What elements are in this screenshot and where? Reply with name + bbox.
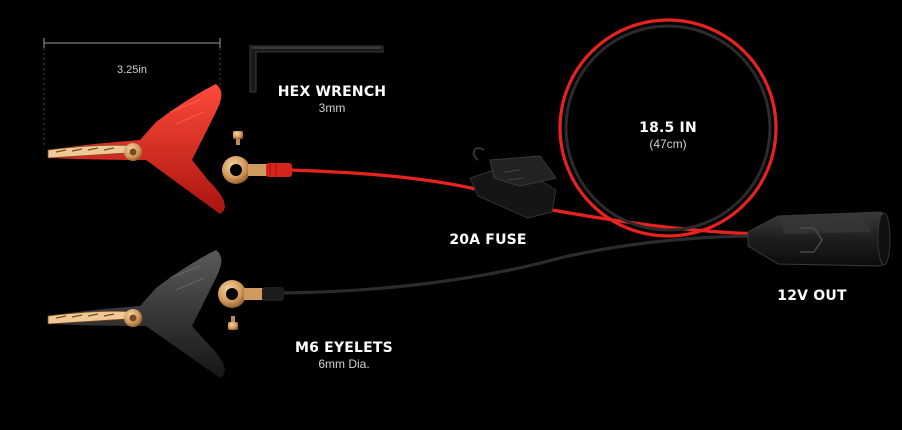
output-title: 12V OUT [777, 288, 847, 304]
cable-loop [558, 18, 778, 238]
cable-length-metric: (47cm) [649, 137, 687, 152]
fuse-title: 20A FUSE [449, 232, 527, 248]
red-alligator-clip [47, 84, 225, 214]
clip-width-dimension [43, 38, 221, 145]
output-label: 12V OUT [760, 288, 864, 304]
negative-cable [281, 234, 761, 295]
cable-length-label: 18.5 IN (47cm) [612, 120, 724, 152]
fuse-label: 20A FUSE [428, 232, 548, 248]
hex-wrench [249, 45, 384, 93]
fuse-holder [469, 147, 557, 219]
hex-wrench-title: HEX WRENCH [277, 84, 387, 100]
black-alligator-clip [47, 250, 225, 378]
hex-wrench-label: HEX WRENCH 3mm [262, 84, 402, 116]
brass-bolt-top [233, 131, 243, 145]
eyelets-title: M6 EYELETS [295, 340, 393, 356]
brass-bolt-bottom [228, 316, 238, 330]
positive-cable [289, 168, 761, 236]
clip-width-label: 3.25in [117, 64, 147, 76]
eyelets-diameter: 6mm Dia. [318, 357, 370, 372]
ring-eyelet-red [222, 156, 292, 184]
cable-length-title: 18.5 IN [639, 120, 697, 136]
12v-output-socket [747, 211, 891, 267]
eyelets-label: M6 EYELETS 6mm Dia. [276, 340, 412, 372]
ring-eyelet-black [218, 280, 284, 308]
hex-wrench-size: 3mm [318, 101, 346, 116]
